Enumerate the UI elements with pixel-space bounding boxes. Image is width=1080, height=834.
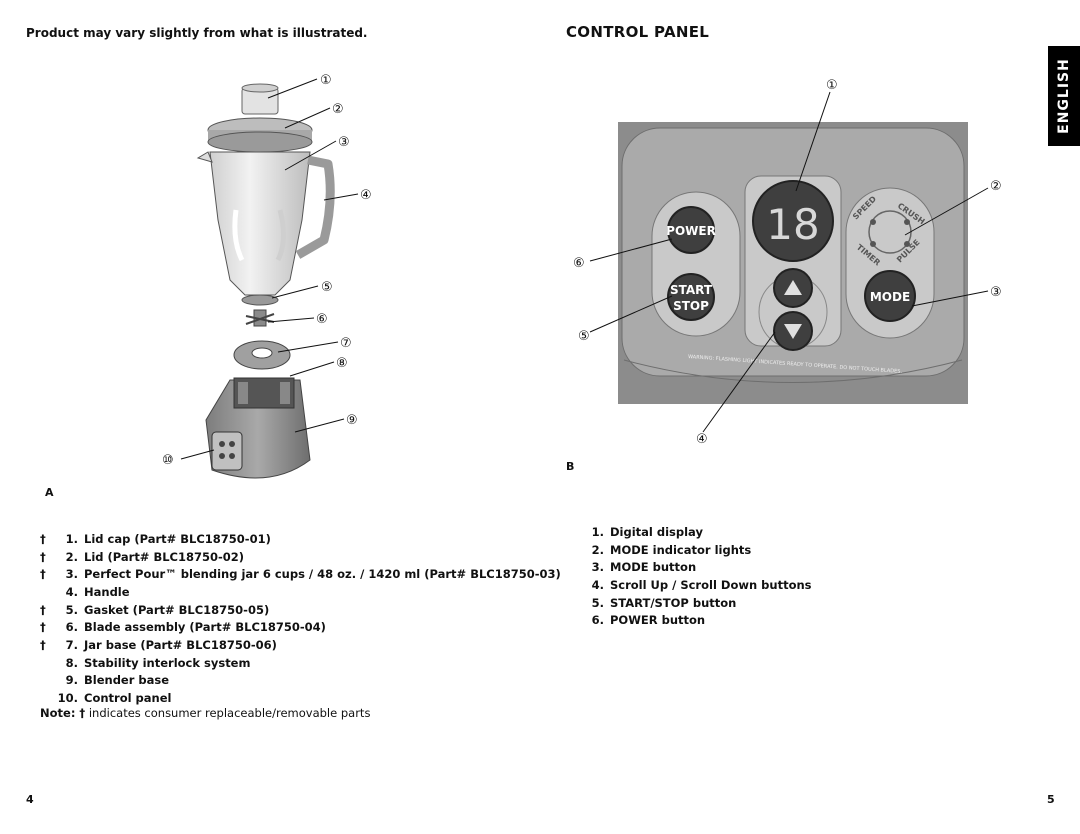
lid-cap bbox=[241, 83, 279, 115]
list-item: †6.Blade assembly (Part# BLC18750-04) bbox=[40, 620, 326, 635]
arrow-down-icon bbox=[784, 324, 802, 339]
cp-callout-6: ⑥ bbox=[573, 256, 585, 271]
blending-jar bbox=[196, 151, 311, 296]
cp-callout-5: ⑤ bbox=[578, 329, 590, 344]
control-panel-illustration: POWER START STOP 18 SPEED CRUSH TIMER PU… bbox=[573, 78, 1002, 447]
power-button-label: POWER bbox=[666, 224, 716, 238]
arrow-up-icon bbox=[784, 280, 802, 295]
page-number-left: 4 bbox=[26, 793, 34, 806]
language-tab: ENGLISH bbox=[1048, 46, 1080, 146]
cp-callout-3: ③ bbox=[990, 285, 1002, 300]
jar-handle bbox=[295, 155, 335, 259]
list-item: 1.Digital display bbox=[591, 524, 703, 539]
callout-numbers-a: ① ② ③ ④ ⑤ ⑥ ⑦ ⑧ ⑨ ⑩ bbox=[162, 73, 372, 468]
mode-button-label: MODE bbox=[870, 290, 910, 304]
list-item: †2.Lid (Part# BLC18750-02) bbox=[40, 549, 245, 564]
blender-illustration: ① ② ③ ④ ⑤ ⑥ ⑦ ⑧ ⑨ ⑩ bbox=[162, 73, 372, 479]
callout-7: ⑦ bbox=[340, 336, 352, 351]
display-value: 18 bbox=[766, 200, 819, 249]
list-item: 10.Control panel bbox=[57, 691, 172, 706]
list-item: 6.POWER button bbox=[591, 613, 706, 628]
note-text: indicates consumer replaceable/removable… bbox=[85, 706, 371, 720]
callout-8: ⑧ bbox=[336, 356, 348, 371]
note-label: Note: † bbox=[40, 706, 86, 720]
parts-list: †1.Lid cap (Part# BLC18750-01) †2.Lid (P… bbox=[40, 530, 561, 707]
page-number-right: 5 bbox=[1047, 793, 1055, 806]
cp-callout-2: ② bbox=[990, 179, 1002, 194]
list-item: †3.Perfect Pour™ blending jar 6 cups / 4… bbox=[40, 567, 561, 582]
callout-9: ⑨ bbox=[346, 413, 358, 428]
list-item: 5.START/STOP button bbox=[591, 595, 737, 610]
callout-5: ⑤ bbox=[321, 280, 333, 295]
jar-base bbox=[233, 340, 291, 370]
callout-numbers-b: ① ② ③ ④ ⑤ ⑥ bbox=[573, 78, 1002, 447]
figure-b-label: B bbox=[566, 460, 575, 473]
lid bbox=[207, 117, 313, 153]
list-item: 4.Scroll Up / Scroll Down buttons bbox=[591, 577, 812, 592]
list-item: †7.Jar base (Part# BLC18750-06) bbox=[40, 637, 277, 652]
power-button[interactable]: POWER bbox=[666, 206, 716, 254]
callout-6: ⑥ bbox=[316, 312, 328, 327]
figure-a-label: A bbox=[45, 486, 54, 499]
cp-callout-4: ④ bbox=[696, 432, 708, 447]
blender-base bbox=[205, 377, 311, 479]
callout-lines-a bbox=[180, 78, 359, 460]
control-panel-title: CONTROL PANEL bbox=[566, 23, 710, 41]
list-item: 8.Stability interlock system bbox=[65, 655, 251, 670]
callout-10: ⑩ bbox=[162, 453, 174, 468]
panel-edge bbox=[623, 359, 963, 383]
start-label: START bbox=[670, 283, 713, 297]
list-item: 3.MODE button bbox=[591, 560, 697, 575]
scroll-up-button[interactable] bbox=[773, 268, 813, 308]
list-item: †1.Lid cap (Part# BLC18750-01) bbox=[40, 531, 271, 546]
list-item: 2.MODE indicator lights bbox=[591, 542, 752, 557]
mode-button[interactable]: MODE bbox=[864, 270, 916, 322]
replaceable-parts-note: Note: † indicates consumer replaceable/r… bbox=[40, 706, 370, 720]
list-item: †5.Gasket (Part# BLC18750-05) bbox=[40, 602, 270, 617]
callout-4: ④ bbox=[360, 188, 372, 203]
list-item: 4.Handle bbox=[65, 584, 130, 599]
scroll-down-button[interactable] bbox=[773, 311, 813, 351]
blade-assembly bbox=[245, 309, 275, 327]
digital-display: 18 bbox=[752, 180, 834, 262]
gasket bbox=[241, 294, 279, 306]
callout-lines-b bbox=[589, 91, 989, 433]
start-stop-button[interactable]: START STOP bbox=[667, 273, 715, 321]
list-item: 9.Blender base bbox=[65, 673, 170, 688]
callout-1: ① bbox=[320, 73, 332, 88]
disclaimer-heading: Product may vary slightly from what is i… bbox=[26, 26, 368, 40]
cp-callout-1: ① bbox=[826, 78, 838, 93]
callout-3: ③ bbox=[338, 135, 350, 150]
controls-list: 1.Digital display 2.MODE indicator light… bbox=[590, 523, 812, 629]
callout-2: ② bbox=[332, 102, 344, 117]
language-tab-label: ENGLISH bbox=[1056, 58, 1072, 134]
stop-label: STOP bbox=[673, 299, 709, 313]
